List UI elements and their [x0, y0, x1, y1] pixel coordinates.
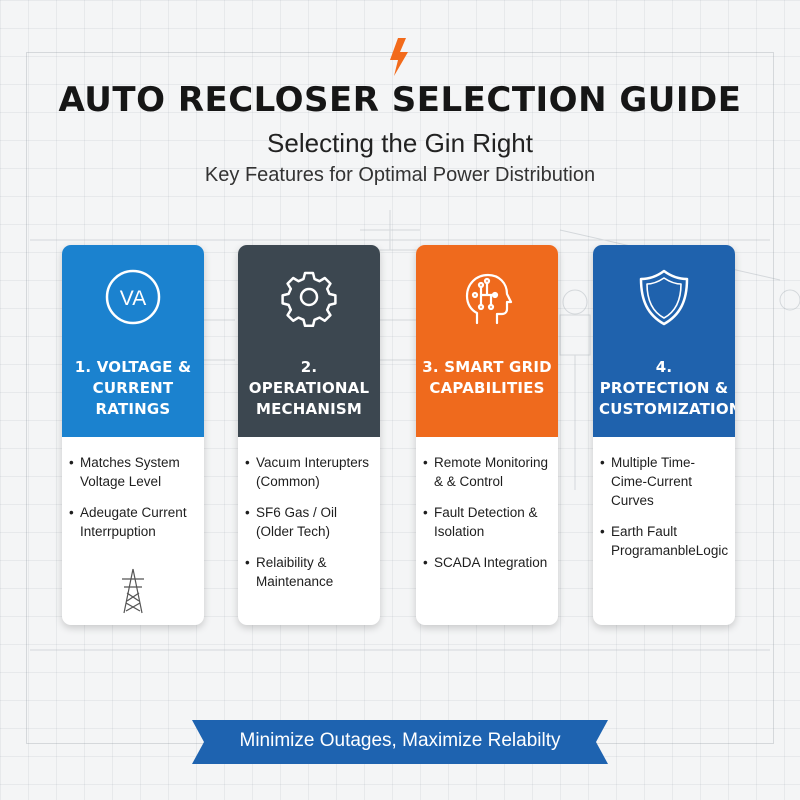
list-item: Relaibility & Maintenance: [238, 553, 380, 591]
list-item: Adeugate Current Interrpuption: [62, 503, 204, 541]
feature-card-mechanism: 2. OPERATIONAL MECHANISM Vacuım Interupt…: [238, 245, 380, 625]
bottom-banner: Minimize Outages, Maximize Relabilty: [192, 718, 608, 766]
card-header: 4. PROTECTION & CUSTOMIZATION: [593, 245, 735, 437]
feature-card-protection: 4. PROTECTION & CUSTOMIZATION Multiple T…: [593, 245, 735, 625]
transmission-tower-icon: [122, 568, 144, 614]
list-item: Earth Fault ProgramanbleLogic: [593, 522, 735, 560]
card-title: 2. OPERATIONAL MECHANISM: [248, 358, 370, 418]
banner-ribbon: [192, 720, 608, 764]
lightning-bolt-icon: [390, 38, 408, 76]
feature-card-voltage: VA 1. VOLTAGE & CURRENT RATINGS Matches …: [62, 245, 204, 625]
feature-list: Remote Monitoring & & Control Fault Dete…: [416, 453, 558, 584]
card-header: 2. OPERATIONAL MECHANISM: [238, 245, 380, 437]
list-item: Vacuım Interupters (Common): [238, 453, 380, 491]
card-title: 4. PROTECTION & CUSTOMIZATION: [599, 358, 735, 418]
svg-text:VA: VA: [120, 287, 146, 310]
card-title: 3. SMART GRID CAPABILITIES: [422, 358, 552, 397]
feature-list: Matches System Voltage Level Adeugate Cu…: [62, 453, 204, 553]
list-item: SCADA Integration: [416, 553, 558, 572]
card-title: 1. VOLTAGE & CURRENT RATINGS: [74, 358, 192, 418]
gear-icon: [281, 271, 337, 327]
card-header: 3. SMART GRID CAPABILITIES: [416, 245, 558, 437]
list-item: Matches System Voltage Level: [62, 453, 204, 491]
banner-text: Minimize Outages, Maximize Relabilty: [239, 730, 561, 751]
feature-card-smart-grid: 3. SMART GRID CAPABILITIES Remote Monito…: [416, 245, 558, 625]
feature-list: Vacuım Interupters (Common) SF6 Gas / Oi…: [238, 453, 380, 603]
page-tagline: Key Features for Optimal Power Distribut…: [204, 164, 596, 186]
card-header: VA 1. VOLTAGE & CURRENT RATINGS: [62, 245, 204, 437]
va-circle-icon: VA: [105, 269, 161, 325]
brain-circuit-icon: [465, 273, 513, 325]
list-item: Remote Monitoring & & Control: [416, 453, 558, 491]
page-subtitle: Selecting the Gin Right: [267, 128, 533, 158]
shield-icon: [639, 269, 689, 326]
list-item: SF6 Gas / Oil (Older Tech): [238, 503, 380, 541]
feature-list: Multiple Time-Cime-Current Curves Earth …: [593, 453, 735, 572]
list-item: Multiple Time-Cime-Current Curves: [593, 453, 735, 510]
page-title: AUTO RECLOSER SELECTION GUIDE: [58, 80, 742, 120]
list-item: Fault Detection & Isolation: [416, 503, 558, 541]
